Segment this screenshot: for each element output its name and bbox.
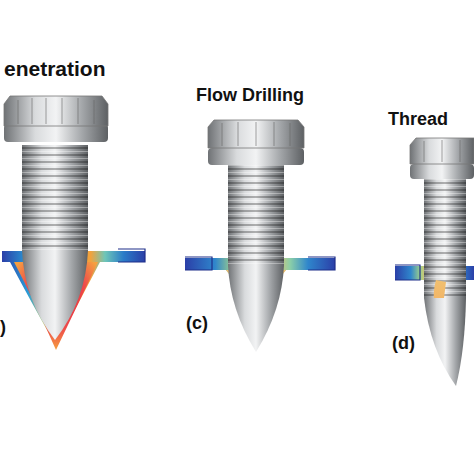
panel-letter: ): [0, 318, 6, 336]
panel-letter: (d): [392, 334, 415, 352]
panel-letter: (c): [186, 314, 208, 332]
panel-title: Flow Drilling: [196, 86, 304, 104]
panel-title: Thread: [388, 110, 448, 128]
panel-title: enetration: [4, 58, 106, 79]
